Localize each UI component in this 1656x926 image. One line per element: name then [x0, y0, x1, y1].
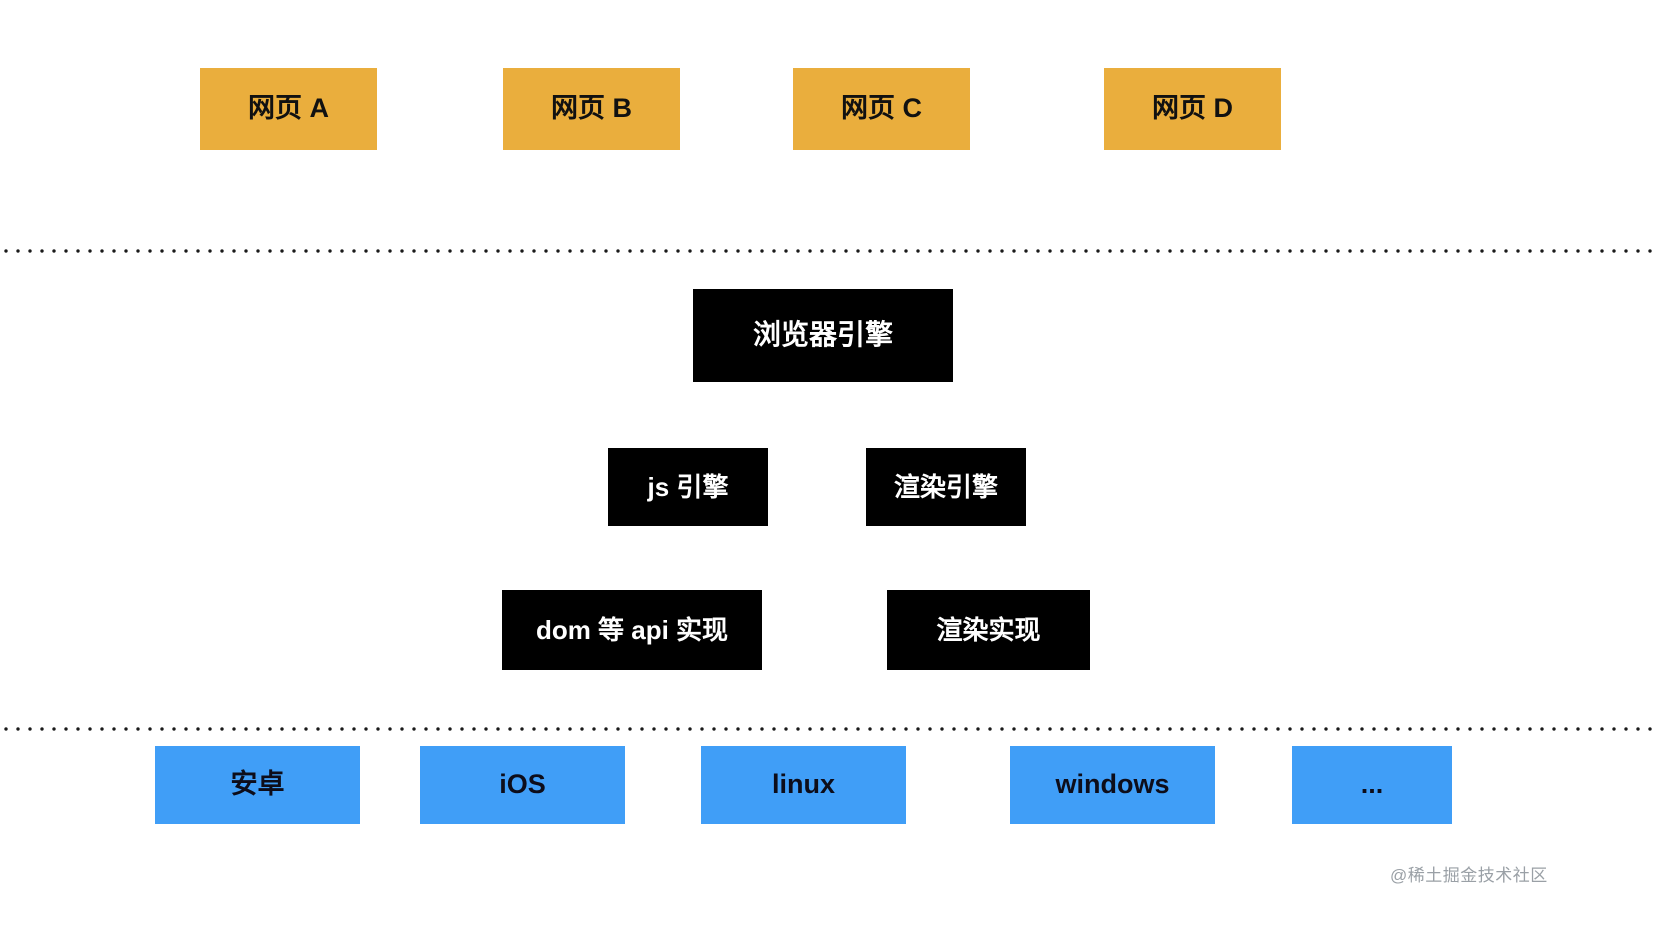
engine-box-render-impl: 渲染实现 [887, 590, 1090, 670]
engine-box-render-engine-label: 渲染引擎 [893, 471, 998, 502]
page-box-c: 网页 C [793, 68, 970, 150]
os-box-more-label: ... [1360, 769, 1384, 800]
os-box-ios: iOS [420, 746, 625, 824]
os-box-more: ... [1292, 746, 1452, 824]
os-box-ios-label: iOS [499, 769, 546, 800]
os-box-android-label: 安卓 [230, 769, 285, 800]
engine-box-js-engine: js 引擎 [608, 448, 768, 526]
engine-box-browser-engine: 浏览器引擎 [693, 289, 953, 382]
page-box-b: 网页 B [503, 68, 680, 150]
page-box-b-label: 网页 B [551, 93, 632, 124]
engine-box-browser-engine-label: 浏览器引擎 [752, 319, 893, 351]
watermark: @稀土掘金技术社区 [1390, 866, 1548, 885]
divider-engine-os [0, 727, 1656, 731]
page-box-a: 网页 A [200, 68, 377, 150]
os-box-windows: windows [1010, 746, 1215, 824]
os-box-linux-label: linux [771, 769, 835, 800]
engine-box-dom-api-impl-label: dom 等 api 实现 [535, 614, 729, 645]
engine-box-dom-api-impl: dom 等 api 实现 [502, 590, 762, 670]
divider-pages-engine [0, 249, 1656, 253]
page-box-c-label: 网页 C [841, 93, 922, 124]
engine-box-js-engine-label: js 引擎 [647, 471, 729, 502]
page-box-d: 网页 D [1104, 68, 1281, 150]
os-box-linux: linux [701, 746, 906, 824]
page-box-a-label: 网页 A [248, 93, 329, 124]
engine-box-render-impl-label: 渲染实现 [936, 614, 1041, 645]
os-box-android: 安卓 [155, 746, 360, 824]
page-box-d-label: 网页 D [1152, 93, 1233, 124]
engine-box-render-engine: 渲染引擎 [866, 448, 1026, 526]
os-box-windows-label: windows [1055, 769, 1170, 800]
